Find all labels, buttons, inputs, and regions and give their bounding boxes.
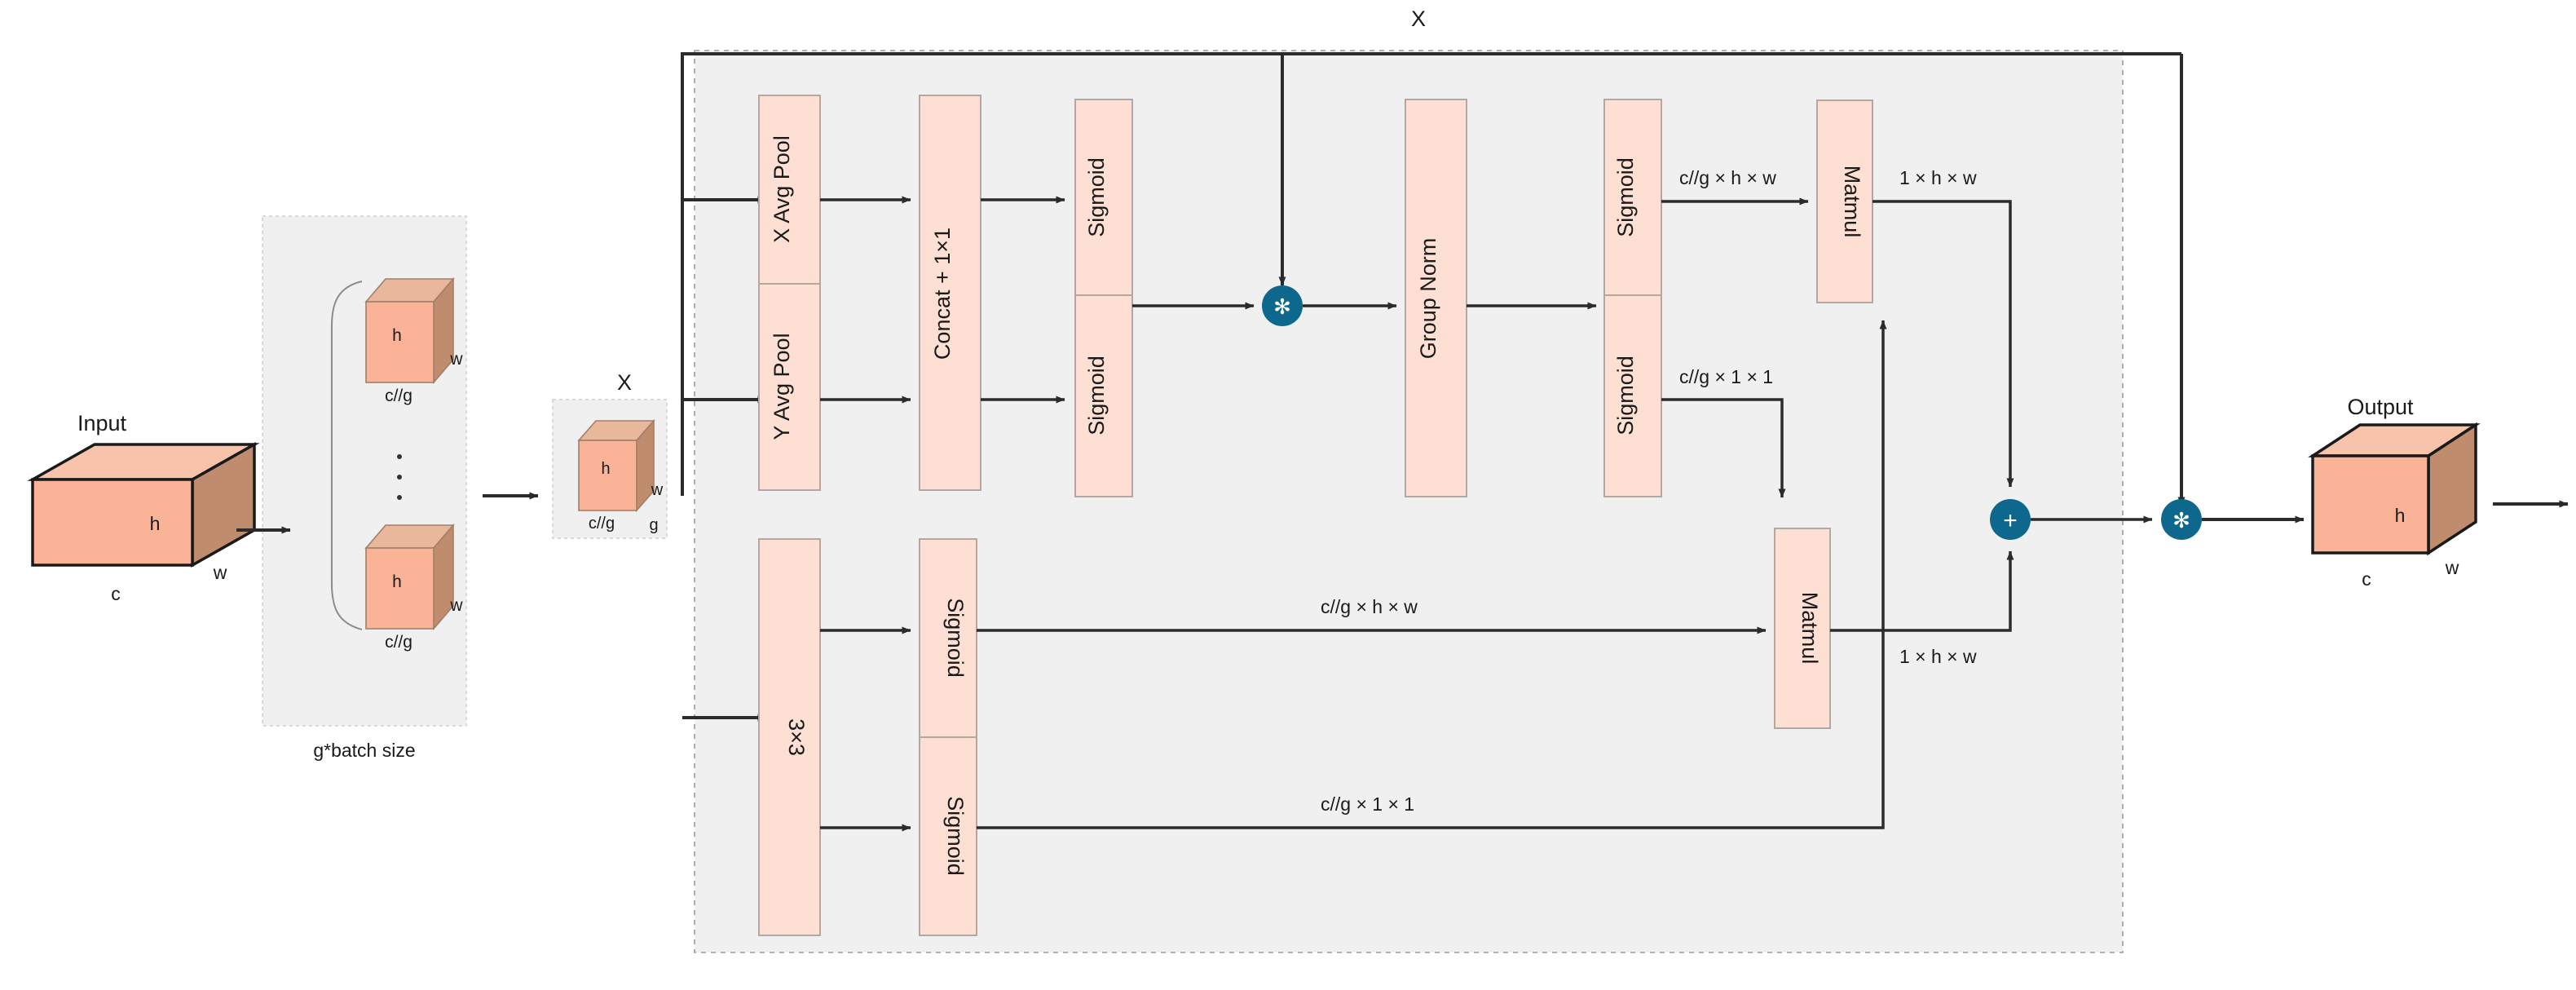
input-cube-label-c: c xyxy=(111,583,121,604)
output-cube xyxy=(2308,422,2481,556)
block-sigmoid-bot-2[interactable]: Sigmoid xyxy=(919,736,977,936)
edge-label-matmul-bot: 1 × h × w xyxy=(1899,646,1977,667)
block-sigmoid-bot-1-label: Sigmoid xyxy=(943,598,968,678)
block-x-avg-pool-label: X Avg Pool xyxy=(770,135,794,243)
edge-sigbot2-to-matmul-top xyxy=(977,320,1887,829)
x-slab-label-depth: c//g xyxy=(589,515,615,533)
block-matmul-bottom[interactable]: Matmul xyxy=(1774,528,1831,729)
mul-node-1-glyph: ✻ xyxy=(1273,294,1291,319)
group-slab-bottom-label-depth: c//g xyxy=(385,633,412,652)
block-sigmoid-top-1[interactable]: Sigmoid xyxy=(1074,99,1133,296)
input-cube xyxy=(27,441,260,568)
x-slab-label-h: h xyxy=(601,460,610,478)
output-cube-label-w: w xyxy=(2445,557,2459,578)
block-x-avg-pool[interactable]: X Avg Pool xyxy=(758,95,821,285)
group-slab-top-label-h: h xyxy=(392,326,402,345)
input-cube-label-h: h xyxy=(150,513,161,534)
block-sigmoid-top-2[interactable]: Sigmoid xyxy=(1074,294,1133,497)
output-cube-label-c: c xyxy=(2362,568,2371,590)
block-sigmoid-top-1-label: Sigmoid xyxy=(1084,157,1109,237)
block-sigmoid-gn-2[interactable]: Sigmoid xyxy=(1603,294,1662,497)
block-conv-3x3-label: 3×3 xyxy=(784,718,809,756)
edge-label-bot-sig-bot: c//g × 1 × 1 xyxy=(1321,793,1414,815)
edge-gnsig2-to-matmul-bottom xyxy=(1661,398,1786,498)
group-slab-bottom xyxy=(364,523,455,631)
block-sigmoid-bot-1[interactable]: Sigmoid xyxy=(919,538,977,738)
add-node: + xyxy=(1990,499,2031,540)
mul-node-2-glyph: ✻ xyxy=(2172,508,2190,533)
block-sigmoid-gn-2-label: Sigmoid xyxy=(1613,356,1638,435)
x-slab-label-w: w xyxy=(651,481,664,499)
block-y-avg-pool[interactable]: Y Avg Pool xyxy=(758,283,821,491)
input-cube-label-w: w xyxy=(213,562,227,583)
block-group-norm-label: Group Norm xyxy=(1416,238,1440,360)
block-matmul-bottom-label: Matmul xyxy=(1797,592,1822,665)
x-slab-label-group: g xyxy=(649,516,658,534)
edge-label-matmul-top: 1 × h × w xyxy=(1899,167,1977,188)
block-sigmoid-top-2-label: Sigmoid xyxy=(1084,356,1109,435)
output-cube-title: Output xyxy=(2347,395,2414,419)
skip-path-entry xyxy=(681,52,2123,496)
block-sigmoid-bot-2-label: Sigmoid xyxy=(943,796,968,876)
edge-matmul-bottom-to-add xyxy=(1830,550,2014,632)
edge-label-bot-sig-top: c//g × h × w xyxy=(1321,596,1418,617)
group-slab-top-label-depth: c//g xyxy=(385,387,412,405)
block-sigmoid-gn-1[interactable]: Sigmoid xyxy=(1603,99,1662,296)
group-slab-top-label-w: w xyxy=(449,350,463,369)
skip-label-x: X xyxy=(1411,7,1426,31)
block-concat-1x1[interactable]: Concat + 1×1 xyxy=(919,95,981,491)
block-matmul-top-label: Matmul xyxy=(1840,166,1864,238)
block-group-norm[interactable]: Group Norm xyxy=(1405,99,1467,497)
output-cube-label-h: h xyxy=(2395,505,2406,526)
mul-node-2: ✻ xyxy=(2161,499,2202,540)
input-cube-title: Input xyxy=(77,411,127,435)
block-sigmoid-gn-1-label: Sigmoid xyxy=(1613,157,1638,237)
block-concat-1x1-label: Concat + 1×1 xyxy=(930,228,955,360)
x-slab-title: X xyxy=(617,370,632,395)
edge-label-gn-sig-top: c//g × h × w xyxy=(1679,167,1776,188)
group-brace xyxy=(331,281,363,630)
block-conv-3x3[interactable]: 3×3 xyxy=(758,538,821,936)
mul-node-1: ✻ xyxy=(1262,285,1303,326)
block-y-avg-pool-label: Y Avg Pool xyxy=(770,333,794,440)
x-slab-cube xyxy=(577,418,655,513)
group-stack-ellipsis xyxy=(397,454,402,500)
edge-label-gn-sig-bot: c//g × 1 × 1 xyxy=(1679,366,1773,387)
group-slab-top xyxy=(364,276,455,385)
add-node-glyph: + xyxy=(2003,507,2018,534)
edge-matmul-top-to-add xyxy=(1872,200,2014,488)
group-stack-caption: g*batch size xyxy=(313,740,415,761)
group-slab-bottom-label-w: w xyxy=(449,596,463,615)
block-matmul-top[interactable]: Matmul xyxy=(1816,99,1873,303)
group-slab-bottom-label-h: h xyxy=(392,572,402,591)
